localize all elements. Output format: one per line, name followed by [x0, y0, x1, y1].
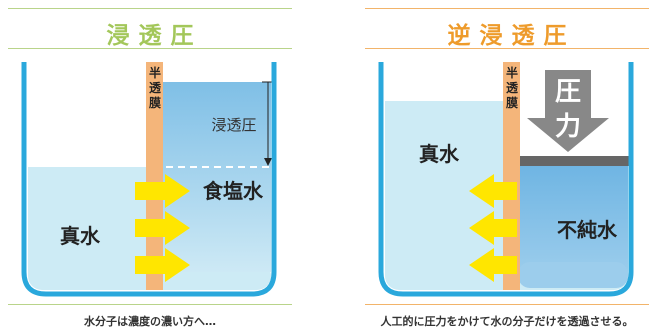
membrane-label-char: 膜	[149, 95, 161, 110]
membrane-label-char: 半	[506, 65, 518, 80]
title-rule-bottom	[365, 48, 649, 49]
osmotic-pressure-label: 浸透圧	[211, 116, 256, 134]
pure-water-label: 真水	[419, 142, 460, 166]
pressure-label-char: 力	[555, 112, 581, 142]
osmosis-diagram: 半 透 膜 浸透圧 真水 食塩水	[21, 62, 277, 297]
membrane-label-char: 膜	[506, 95, 518, 110]
title-rule-bottom	[8, 48, 292, 49]
piston	[518, 156, 630, 166]
impure-water-bottom	[518, 262, 628, 288]
reverse-osmosis-diagram: 圧 力 半 透 膜 真水 不純水	[378, 62, 634, 297]
caption-rule	[365, 304, 649, 305]
flow-arrow	[469, 248, 517, 282]
caption-rule	[8, 304, 292, 305]
reverse-osmosis-caption: 人工的に圧力をかけて水の分子だけを透過させる。	[380, 315, 634, 328]
flow-arrow	[469, 211, 517, 245]
impure-water-label: 不純水	[557, 218, 618, 242]
flow-arrow	[135, 174, 190, 208]
container	[378, 62, 634, 297]
impure-water-region	[518, 166, 628, 276]
pressure-arrowhead	[264, 158, 272, 166]
membrane-label-char: 半	[149, 65, 161, 80]
osmosis-panel: 浸透圧 半 透 膜 浸透圧 真水 食塩水	[0, 0, 300, 333]
membrane-label-char: 透	[149, 81, 162, 95]
title-rule-top	[8, 8, 292, 9]
flow-arrow	[469, 174, 517, 208]
osmosis-caption: 水分子は濃度の濃い方へ…	[84, 315, 216, 328]
membrane-label-char: 透	[506, 81, 519, 95]
pressure-arrow	[527, 70, 609, 152]
salt-water-region	[161, 82, 271, 272]
osmosis-title: 浸透圧	[106, 23, 203, 49]
flow-arrow	[135, 211, 190, 245]
container	[21, 62, 277, 297]
pure-water-label: 真水	[60, 224, 101, 248]
pure-water-region	[28, 167, 150, 275]
reverse-osmosis-panel: 逆浸透圧 圧 力 半 透 膜 真水 不純水	[357, 0, 657, 333]
reverse-osmosis-title: 逆浸透圧	[447, 23, 576, 49]
flow-arrow	[135, 248, 190, 282]
pressure-label-char: 圧	[555, 77, 581, 107]
salt-water-label: 食塩水	[203, 179, 264, 203]
title-rule-top	[365, 8, 649, 9]
